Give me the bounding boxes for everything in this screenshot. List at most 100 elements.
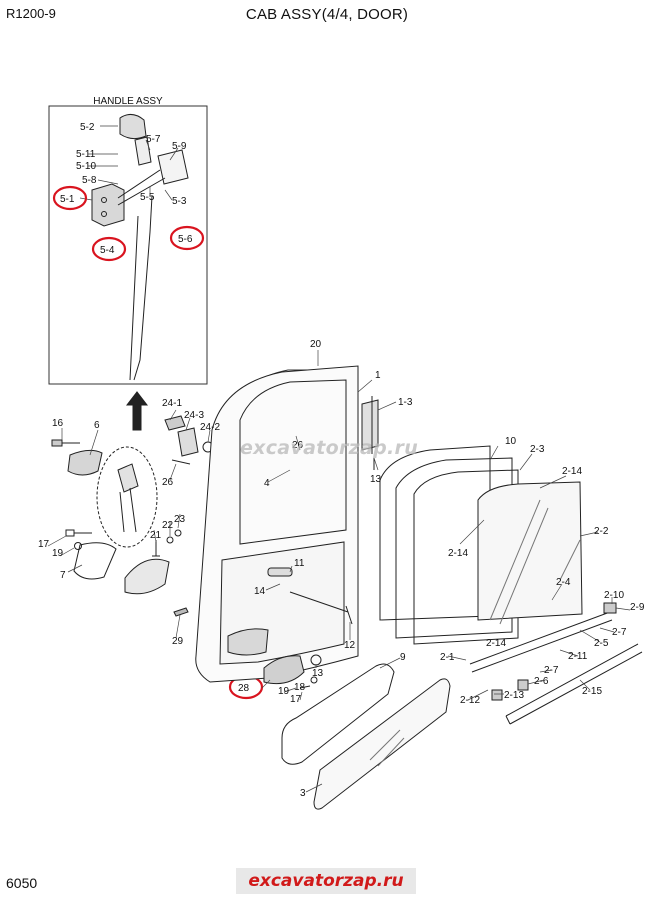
- page-number: 6050: [6, 875, 38, 891]
- label-9: 9: [400, 652, 406, 663]
- label-5-6: 5-6: [178, 234, 193, 245]
- label-26-a: 26: [292, 440, 304, 451]
- label-5-5: 5-5: [140, 192, 155, 203]
- seal-9: [281, 663, 395, 765]
- label-12: 12: [344, 640, 356, 651]
- label-2-15: 2-15: [582, 686, 602, 697]
- label-5-8: 5-8: [82, 175, 97, 186]
- lock-hole: [101, 197, 107, 203]
- bracket-2-13: [491, 689, 503, 701]
- handle-6: [67, 449, 103, 476]
- label-3: 3: [300, 788, 306, 799]
- handle-detail-circle: [96, 446, 158, 548]
- label-7: 7: [60, 570, 66, 581]
- label-10: 10: [505, 436, 517, 447]
- door-handle-recess: [227, 628, 269, 656]
- label-2-4: 2-4: [556, 577, 571, 588]
- label-22: 22: [162, 520, 174, 531]
- page-title: CAB ASSY(4/4, DOOR): [245, 6, 409, 23]
- bracket-2-6: [517, 679, 529, 691]
- grip-18-area: [124, 558, 170, 595]
- knob-part: [119, 114, 147, 140]
- label-5-11: 5-11: [76, 149, 96, 160]
- inside-handle-28: [263, 655, 305, 685]
- label-1-3: 1-3: [398, 397, 413, 408]
- label-24-3: 24-3: [184, 410, 204, 421]
- label-2-9: 2-9: [630, 602, 645, 613]
- glass-shine: [489, 499, 581, 625]
- cover-7: [73, 542, 117, 580]
- label-18: 18: [294, 682, 306, 693]
- label-2-7-a: 2-7: [612, 627, 627, 638]
- label-2-10: 2-10: [604, 590, 624, 601]
- lock-hole: [101, 211, 107, 217]
- door-inner-panel: [239, 379, 347, 545]
- bracket-part: [134, 136, 152, 166]
- inset-title: HANDLE ASSY: [93, 96, 163, 107]
- washer-19: [74, 542, 82, 550]
- rod-5-6: [133, 195, 153, 381]
- bolt-26: [171, 459, 191, 465]
- label-4: 4: [264, 478, 270, 489]
- latch-mechanism: [117, 463, 139, 533]
- callout-leaders: [47, 350, 631, 793]
- rod-5-4: [117, 169, 166, 381]
- label-2-3: 2-3: [530, 444, 545, 455]
- label-21: 21: [150, 530, 162, 541]
- handle-assy-inset: HANDLE ASSY: [48, 96, 208, 385]
- outer-handle-group: [51, 439, 189, 617]
- label-2-7-b: 2-7: [544, 665, 559, 676]
- label-2-6: 2-6: [534, 676, 549, 687]
- label-2-5: 2-5: [594, 638, 609, 649]
- washer-19b: [310, 676, 318, 684]
- door-frame-group: [195, 365, 379, 683]
- label-26-b: 26: [162, 477, 174, 488]
- hook-12: [345, 605, 353, 625]
- label-1: 1: [375, 370, 381, 381]
- label-24-1: 24-1: [162, 398, 182, 409]
- detail-arrow: [125, 391, 149, 431]
- label-11: 11: [294, 558, 305, 569]
- label-2-1: 2-1: [440, 652, 455, 663]
- label-2-14-c: 2-14: [486, 638, 506, 649]
- label-5-7: 5-7: [146, 134, 161, 145]
- label-5-9: 5-9: [172, 141, 187, 152]
- striker-24-1: [164, 415, 186, 431]
- footer-brand-link[interactable]: excavatorzap.ru: [236, 868, 416, 894]
- label-2-2: 2-2: [594, 526, 609, 537]
- screw-17: [299, 685, 311, 689]
- bolt-17: [65, 529, 92, 537]
- label-2-11: 2-11: [568, 651, 588, 662]
- label-17-b: 17: [290, 694, 302, 705]
- label-29: 29: [172, 636, 184, 647]
- plate-part: [157, 149, 189, 185]
- bolt-21: [152, 540, 160, 557]
- label-5-10: 5-10: [76, 161, 96, 172]
- label-17-a: 17: [38, 539, 50, 550]
- label-14: 14: [254, 586, 266, 597]
- model-code: R1200-9: [6, 6, 56, 21]
- door-slot-11: [267, 567, 293, 577]
- label-19-b: 19: [278, 686, 290, 697]
- rail-2-5: [469, 611, 613, 673]
- label-23: 23: [174, 514, 186, 525]
- pin-29: [173, 607, 189, 617]
- label-2-14-a: 2-14: [562, 466, 582, 477]
- label-5-4: 5-4: [100, 245, 115, 256]
- highlight-5-6: [169, 225, 205, 251]
- label-13-b: 13: [312, 668, 324, 679]
- label-24-2: 24-2: [200, 422, 220, 433]
- washer-22: [166, 536, 174, 544]
- inset-frame: [48, 105, 208, 385]
- label-2-14-b: 2-14: [448, 548, 468, 559]
- label-28: 28: [238, 683, 250, 694]
- label-5-1: 5-1: [60, 194, 75, 205]
- label-19-a: 19: [52, 548, 64, 559]
- inside-handle-group: [263, 654, 322, 689]
- label-20: 20: [310, 339, 322, 350]
- label-5-3: 5-3: [172, 196, 187, 207]
- label-6: 6: [94, 420, 100, 431]
- rail-2-15: [505, 643, 643, 725]
